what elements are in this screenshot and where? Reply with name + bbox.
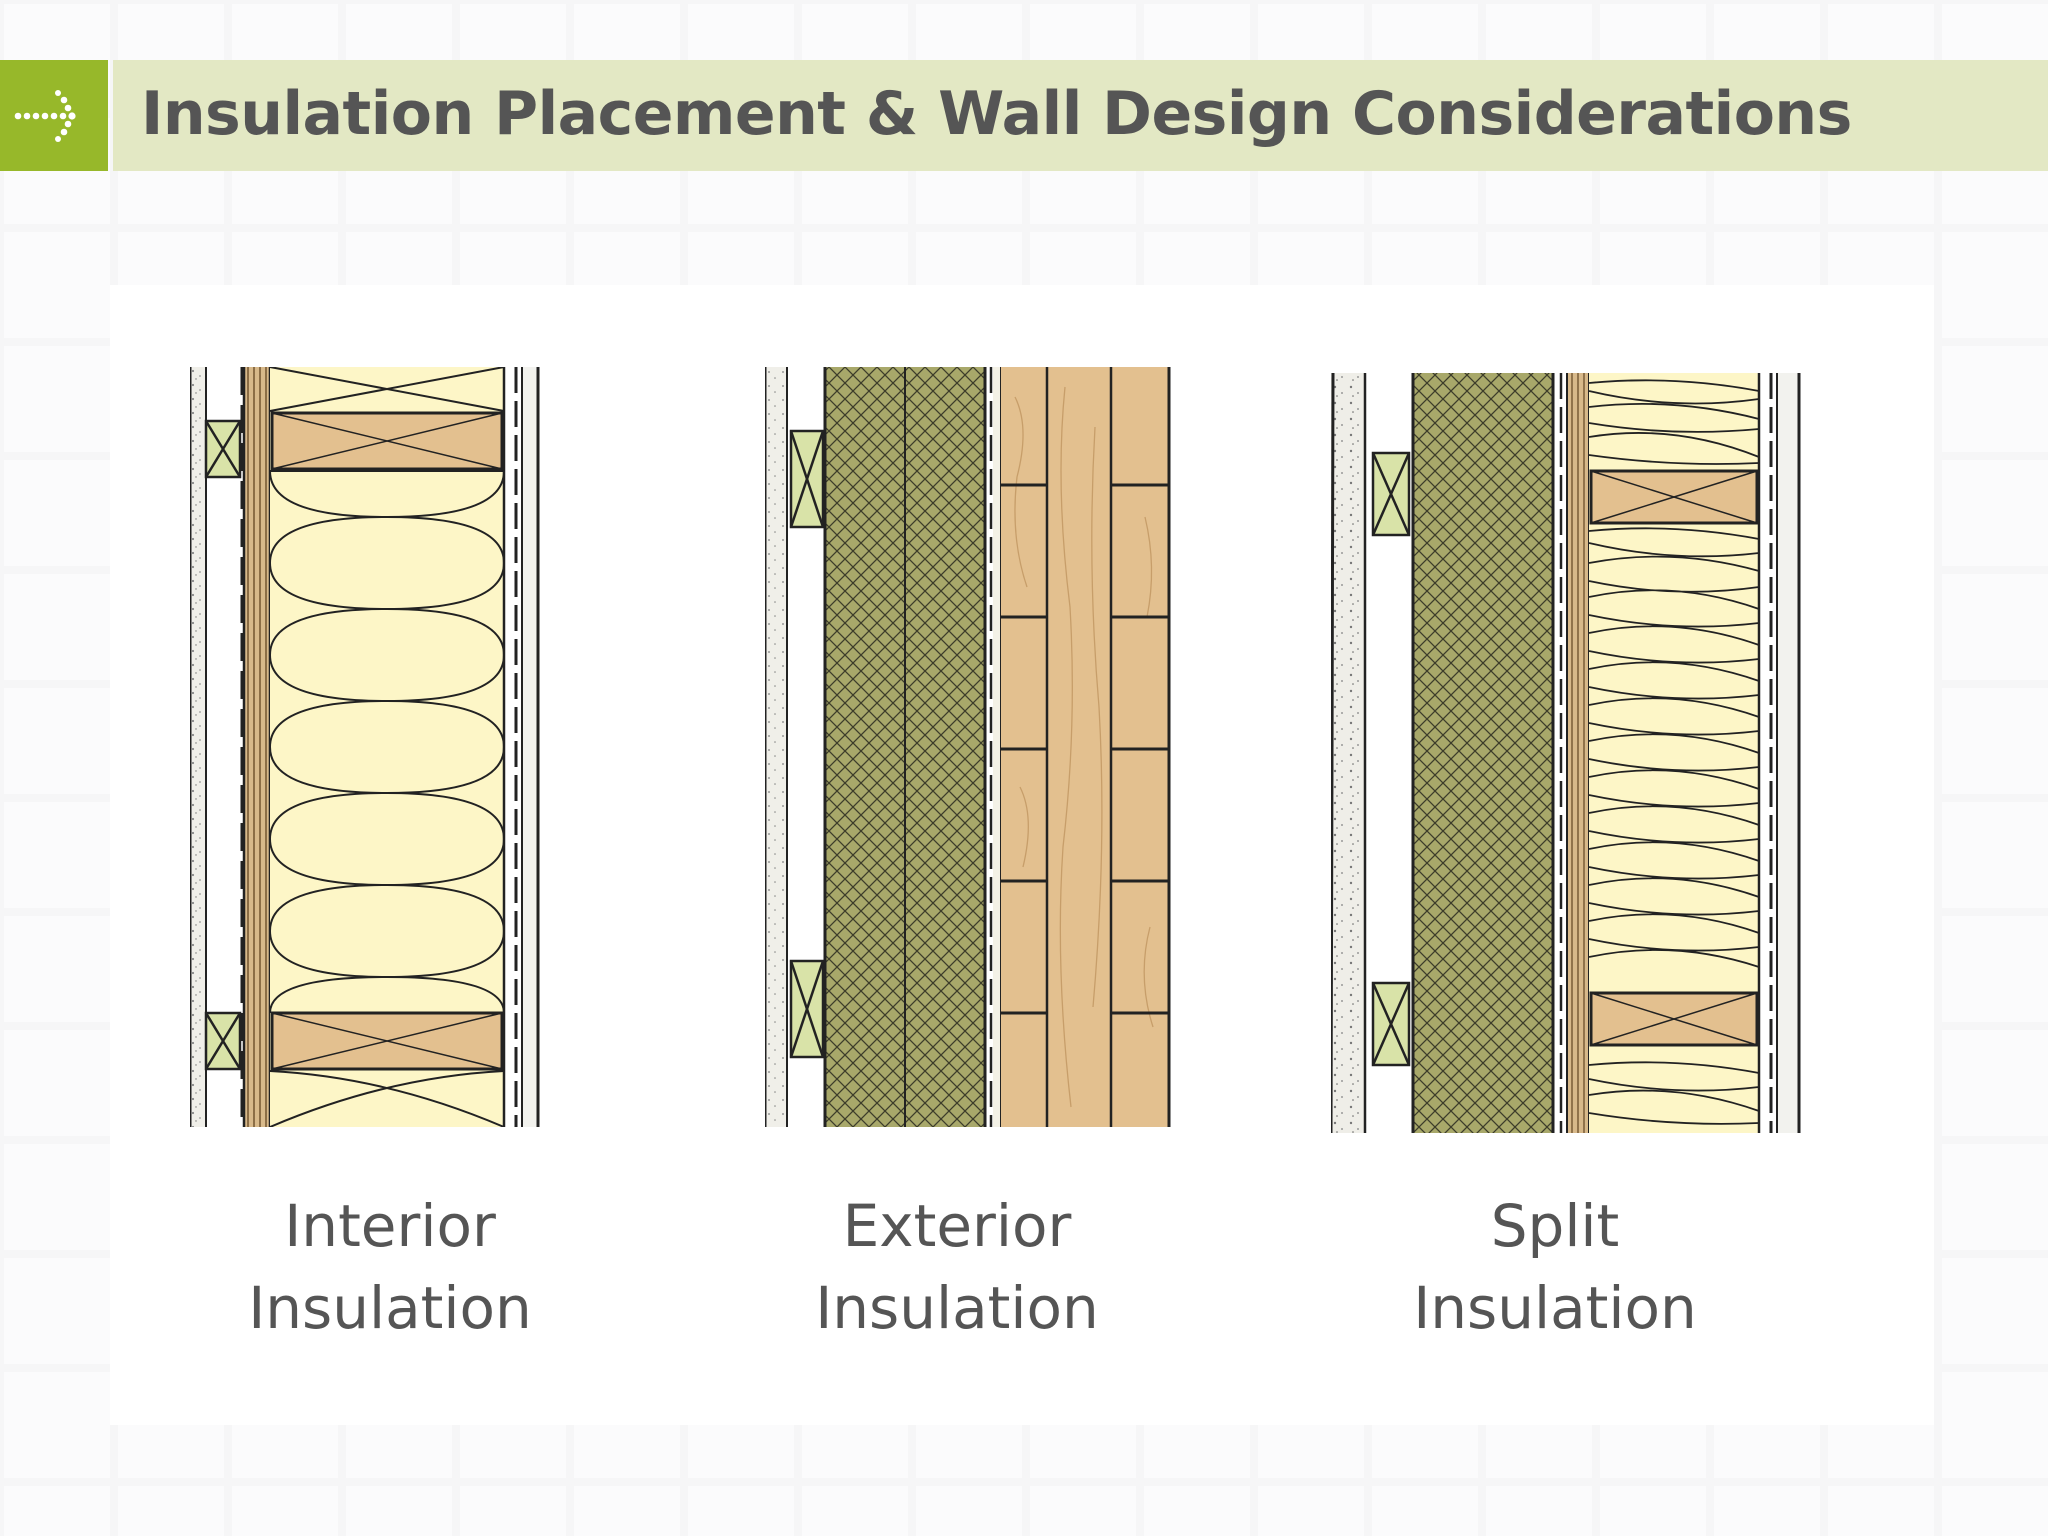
page-title: Insulation Placement & Wall Design Consi… [141, 79, 1852, 149]
wall-diagram-exterior-insulation [765, 367, 1171, 1127]
caption-line-1: Split [1490, 1192, 1620, 1260]
section-interior-insulation: Interior Insulation [110, 285, 670, 1425]
caption-line-1: Interior [284, 1192, 496, 1260]
caption-line-1: Exterior [842, 1192, 1072, 1260]
caption-exterior-insulation: Exterior Insulation [677, 1185, 1237, 1349]
dotted-arrow-right-icon [14, 90, 76, 142]
wall-diagram-split-insulation [1331, 372, 1801, 1134]
title-band: Insulation Placement & Wall Design Consi… [113, 60, 2048, 171]
wall-diagram-interior-insulation [190, 367, 540, 1127]
title-bar: Insulation Placement & Wall Design Consi… [0, 60, 2048, 171]
caption-line-2: Insulation [1413, 1274, 1697, 1342]
caption-line-2: Insulation [815, 1274, 1099, 1342]
caption-split-insulation: Split Insulation [1275, 1185, 1835, 1349]
section-exterior-insulation: Exterior Insulation [677, 285, 1237, 1425]
section-split-insulation: Split Insulation [1275, 285, 1835, 1425]
caption-line-2: Insulation [248, 1274, 532, 1342]
content-panel: Interior Insulation [110, 285, 1934, 1425]
arrow-tab [0, 60, 108, 171]
caption-interior-insulation: Interior Insulation [110, 1185, 670, 1349]
